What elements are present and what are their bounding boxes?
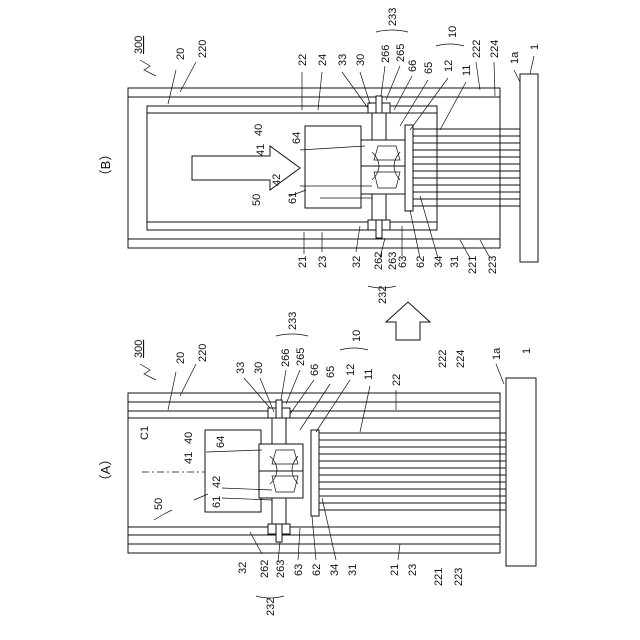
label-265-b: 265 (395, 44, 407, 62)
label-233-b: 233 (387, 8, 399, 26)
label-232-a: 232 (265, 598, 277, 616)
label-66-b: 66 (407, 60, 419, 72)
label-21-b: 21 (297, 256, 309, 268)
label-63-b: 63 (397, 256, 409, 268)
label-1a-a: 1a (491, 347, 503, 360)
label-220-a: 220 (197, 344, 209, 362)
label-c1-a: C1 (139, 426, 151, 440)
label-20-b: 20 (175, 48, 187, 60)
label-12-a: 12 (345, 364, 357, 376)
brace-233-b (376, 30, 408, 32)
label-40-a: 40 (183, 432, 195, 444)
label-224-a: 224 (455, 350, 467, 368)
fin-stack-11 (413, 129, 520, 206)
label-42-a: 42 (211, 476, 223, 488)
base-1-a (506, 378, 536, 566)
label-266-b: 266 (380, 45, 392, 63)
label-31-a: 31 (347, 564, 359, 576)
plate-12 (405, 125, 413, 211)
label-11-a: 11 (363, 369, 375, 380)
label-22-a: 22 (391, 374, 403, 386)
brace-233-a (276, 334, 308, 336)
base-1 (520, 74, 538, 262)
label-300-a: 300 (133, 340, 145, 358)
label-33-b: 33 (337, 54, 349, 66)
movement-arrow (192, 146, 300, 190)
label-220-b: 220 (197, 40, 209, 58)
label-34-a: 34 (329, 564, 341, 576)
label-61-b: 61 (287, 192, 299, 204)
label-30-a: 30 (253, 362, 265, 374)
label-1-b: 1 (529, 44, 541, 50)
label-10-b: 10 (447, 26, 459, 38)
panel-b: （B） (98, 8, 541, 304)
label-41-a: 41 (183, 452, 195, 464)
label-262-b: 262 (373, 252, 385, 270)
label-233-a: 233 (287, 312, 299, 330)
label-66-a: 66 (309, 364, 321, 376)
label-30-b: 30 (355, 54, 367, 66)
label-65-b: 65 (423, 62, 435, 74)
panel-b-title: （B） (98, 148, 113, 183)
zigzag-300-b (140, 60, 156, 76)
label-266-a: 266 (280, 349, 292, 367)
label-65-a: 65 (325, 366, 337, 378)
brace-10-a (340, 348, 368, 350)
label-221-a: 221 (433, 568, 445, 586)
label-64-b: 64 (291, 132, 303, 144)
label-223-a: 223 (453, 568, 465, 586)
label-23-a: 23 (407, 564, 419, 576)
label-222-a: 222 (437, 350, 449, 368)
label-40-b: 40 (253, 124, 265, 136)
label-32-b: 32 (351, 256, 363, 268)
panel-a: （A） (98, 312, 536, 616)
label-62-a: 62 (311, 564, 323, 576)
label-62-b: 62 (415, 256, 427, 268)
label-22-b: 22 (297, 54, 309, 66)
label-10-a: 10 (351, 330, 363, 342)
block-50 (305, 126, 361, 208)
label-265-a: 265 (295, 348, 307, 366)
label-11-b: 11 (461, 65, 473, 76)
label-41-b: 41 (255, 144, 267, 156)
label-232-b: 232 (377, 286, 389, 304)
brace-232-a (256, 596, 284, 598)
label-23-b: 23 (317, 256, 329, 268)
label-221-b: 221 (467, 256, 479, 274)
label-63-a: 63 (293, 564, 305, 576)
arrow-50-a (154, 510, 172, 520)
transition-arrow (386, 302, 430, 340)
label-223-b: 223 (487, 256, 499, 274)
label-12-b: 12 (443, 60, 455, 72)
label-50-b: 50 (251, 194, 263, 206)
label-31-b: 31 (449, 256, 461, 268)
plate-12-a (311, 430, 319, 516)
label-24-b: 24 (317, 54, 329, 66)
zigzag-300-a (140, 364, 156, 380)
panel-a-title: （A） (98, 453, 113, 488)
label-34-b: 34 (433, 256, 445, 268)
label-64-a: 64 (215, 436, 227, 448)
label-32-a: 32 (237, 562, 249, 574)
label-61-a: 61 (211, 496, 223, 508)
label-20-a: 20 (175, 352, 187, 364)
label-33-a: 33 (235, 362, 247, 374)
label-21-a: 21 (389, 564, 401, 576)
label-50-a: 50 (153, 498, 165, 510)
label-263-a: 263 (275, 560, 287, 578)
label-300-b: 300 (133, 36, 145, 54)
label-42-b: 42 (271, 174, 283, 186)
fin-stack-11-a (319, 433, 506, 510)
label-224-b: 224 (489, 40, 501, 58)
label-1-a: 1 (521, 348, 533, 354)
label-1a-b: 1a (509, 51, 521, 64)
label-222-b: 222 (471, 40, 483, 58)
label-262-a: 262 (259, 560, 271, 578)
brace-10-b (436, 44, 464, 46)
